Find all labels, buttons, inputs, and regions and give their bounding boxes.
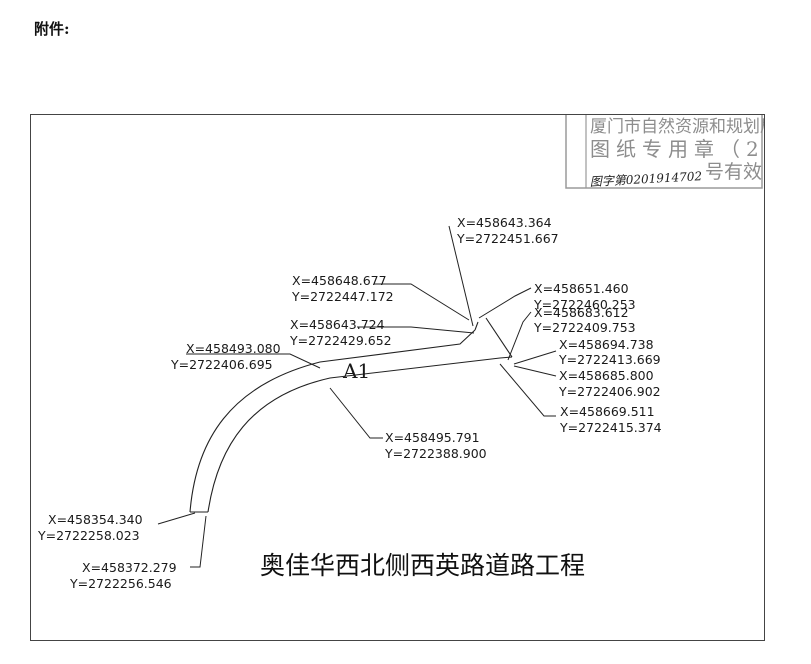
coord-y: Y=2722413.669	[558, 352, 661, 367]
coord-x: X=458669.511	[560, 404, 655, 419]
coord-y: Y=2722415.374	[559, 420, 662, 435]
coord-label: X=458372.279 Y=2722256.546	[69, 560, 177, 591]
coord-x: X=458648.677	[292, 273, 387, 288]
coordinate-labels: X=458643.364 Y=2722451.667 X=458648.677 …	[37, 215, 662, 591]
coord-label: X=458683.612 Y=2722409.753	[533, 305, 636, 335]
coord-label: X=458694.738 Y=2722413.669	[558, 337, 661, 367]
coord-y: Y=2722409.753	[533, 320, 636, 335]
coord-label: X=458354.340 Y=2722258.023	[37, 512, 143, 543]
coord-label: X=458669.511 Y=2722415.374	[559, 404, 662, 435]
attachment-label: 附件:	[34, 20, 70, 38]
coord-label: X=458643.724 Y=2722429.652	[289, 317, 392, 348]
coord-label: X=458643.364 Y=2722451.667	[456, 215, 559, 246]
coord-y: Y=2722451.667	[456, 231, 559, 246]
coord-x: X=458493.080	[186, 341, 281, 356]
stamp-line2: 图纸专用章（2）	[590, 137, 791, 161]
coord-x: X=458651.460	[534, 281, 629, 296]
road-east-edge	[485, 317, 513, 358]
road-label-a1: A1	[342, 359, 370, 383]
stamp-signature: 图字第0201914702	[589, 169, 702, 189]
road-a1	[189, 317, 513, 513]
coord-label: X=458651.460 Y=2722460.253	[533, 281, 636, 312]
junction-notch	[474, 321, 479, 331]
coord-label: X=458685.800 Y=2722406.902	[558, 368, 661, 399]
coord-x: X=458643.724	[290, 317, 385, 332]
coord-x: X=458372.279	[82, 560, 177, 575]
drawing-frame	[30, 114, 765, 641]
coord-x: X=458354.340	[48, 512, 143, 527]
official-stamp: 厦门市自然资源和规划局 图纸专用章（2） 号有效	[565, 115, 791, 189]
coord-label: X=458648.677 Y=2722447.172	[291, 273, 394, 304]
coord-x: X=458694.738	[559, 337, 654, 352]
coord-x: X=458643.364	[457, 215, 552, 230]
coord-x: X=458495.791	[385, 430, 480, 445]
stamp-line3: 号有效	[705, 161, 762, 183]
coord-y: Y=2722447.172	[291, 289, 394, 304]
project-title: 奥佳华西北侧西英路道路工程	[260, 551, 585, 580]
coord-y: Y=2722460.253	[533, 297, 636, 312]
coord-x: X=458683.612	[534, 305, 629, 320]
road-south-edge	[207, 356, 513, 513]
coord-y: Y=2722258.023	[37, 528, 140, 543]
coord-y: Y=2722256.546	[69, 576, 172, 591]
leader-lines	[157, 225, 557, 568]
coord-label: X=458493.080 Y=2722406.695	[170, 341, 281, 372]
coord-y: Y=2722406.902	[558, 384, 661, 399]
stamp-line1: 厦门市自然资源和规划局	[590, 117, 777, 137]
coord-y: Y=2722429.652	[289, 333, 392, 348]
coord-y: Y=2722406.695	[170, 357, 273, 372]
coord-label: X=458495.791 Y=2722388.900	[384, 430, 487, 461]
coord-y: Y=2722388.900	[384, 446, 487, 461]
coord-x: X=458685.800	[559, 368, 654, 383]
road-north-edge	[189, 329, 476, 513]
